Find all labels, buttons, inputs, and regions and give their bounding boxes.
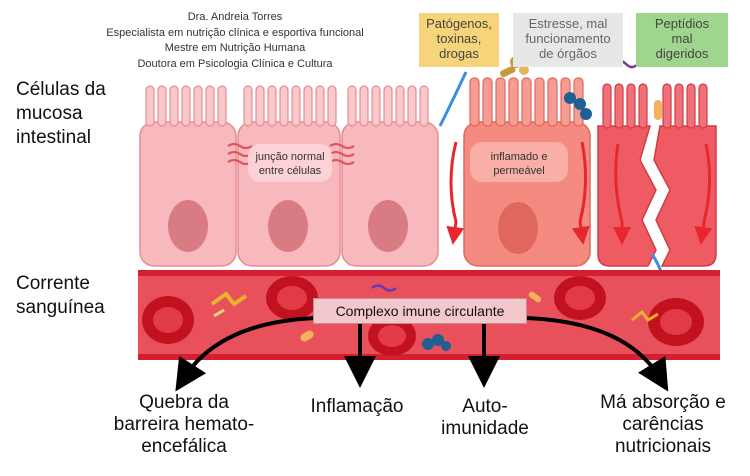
outcome-autoimmunity-line1: Auto- [462, 396, 508, 417]
inflamed-line1: inflamado e [490, 151, 548, 163]
trigger-pathogens-line3: drogas [439, 46, 479, 61]
outcome-inflammation: Inflamação [294, 396, 420, 418]
author-credits: Dra. Andreia Torres Especialista em nutr… [60, 10, 410, 72]
circulating-immune-complex-label: Complexo imune circulante [313, 298, 527, 324]
permeability-arrows [446, 141, 713, 245]
intestinal-cells [139, 77, 717, 267]
normal-junction-note: junção normal entre células [250, 150, 330, 178]
trigger-stress-line2: funcionamento [525, 31, 611, 46]
outcome-malabsorption-line1: Má absorção e [600, 392, 726, 413]
trigger-peptides-line3: digeridos [655, 46, 709, 61]
outcome-arrows [175, 316, 669, 392]
mucosa-label-line2: mucosa [16, 103, 83, 124]
trigger-peptides-line1: Peptídios [654, 16, 710, 31]
outcome-bbb-line1: Quebra da [139, 392, 229, 413]
normal-junction-line2: entre células [258, 165, 322, 177]
outcome-inflammation-line1: Inflamação [310, 396, 404, 417]
blood-label-line1: Corrente [16, 273, 90, 294]
mucosa-label-line3: intestinal [16, 127, 91, 148]
inflamed-line2: permeável [493, 165, 545, 177]
outcome-autoimmunity-line2: imunidade [441, 418, 529, 439]
credit-doctorate: Doutora em Psicologia Clínica e Cultura [137, 57, 333, 70]
outcome-malabsorption-line2: carências [622, 414, 704, 435]
trigger-pathogens-line2: toxinas, [436, 31, 482, 46]
tight-junctions [227, 143, 355, 165]
trigger-stress-line1: Estresse, mal [528, 16, 608, 31]
red-blood-cells [142, 276, 704, 356]
outcome-malabsorption-line3: nutricionais [614, 436, 712, 457]
outcome-blood-brain-barrier: Quebra da barreira hemato- encefálica [104, 392, 264, 458]
outcome-autoimmunity: Auto- imunidade [430, 396, 540, 440]
trigger-stress-box: Estresse, mal funcionamento de órgãos [513, 13, 623, 67]
trigger-stress-line3: de órgãos [539, 46, 597, 61]
credit-name: Dra. Andreia Torres [187, 11, 283, 23]
normal-junction-line1: junção normal [255, 151, 325, 163]
credit-specialty: Especialista em nutrição clínica e espor… [106, 26, 364, 39]
trigger-pathogens-box: Patógenos, toxinas, drogas [419, 13, 499, 67]
damaged-cell [597, 83, 717, 267]
immune-complexes [210, 284, 659, 351]
blood-label-line2: sanguínea [16, 297, 105, 318]
outcome-malabsorption: Má absorção e carências nutricionais [580, 392, 746, 458]
trigger-pathogens-line1: Patógenos, [426, 16, 492, 31]
normal-cell-1 [139, 85, 237, 267]
normal-cell-3 [341, 85, 439, 267]
credit-masters: Mestre em Nutrição Humana [164, 42, 306, 54]
mucosa-cells-label: Células da mucosa intestinal [16, 78, 106, 150]
outcome-bbb-line3: encefálica [141, 436, 227, 457]
mucosa-label-line1: Células da [16, 79, 106, 100]
trigger-peptides-line2: mal [671, 31, 693, 46]
bloodstream-label: Corrente sanguínea [16, 272, 105, 320]
trigger-peptides-box: Peptídios mal digeridos [636, 13, 728, 67]
inflamed-note: inflamado e permeável [472, 150, 566, 178]
outcome-bbb-line2: barreira hemato- [113, 414, 255, 435]
